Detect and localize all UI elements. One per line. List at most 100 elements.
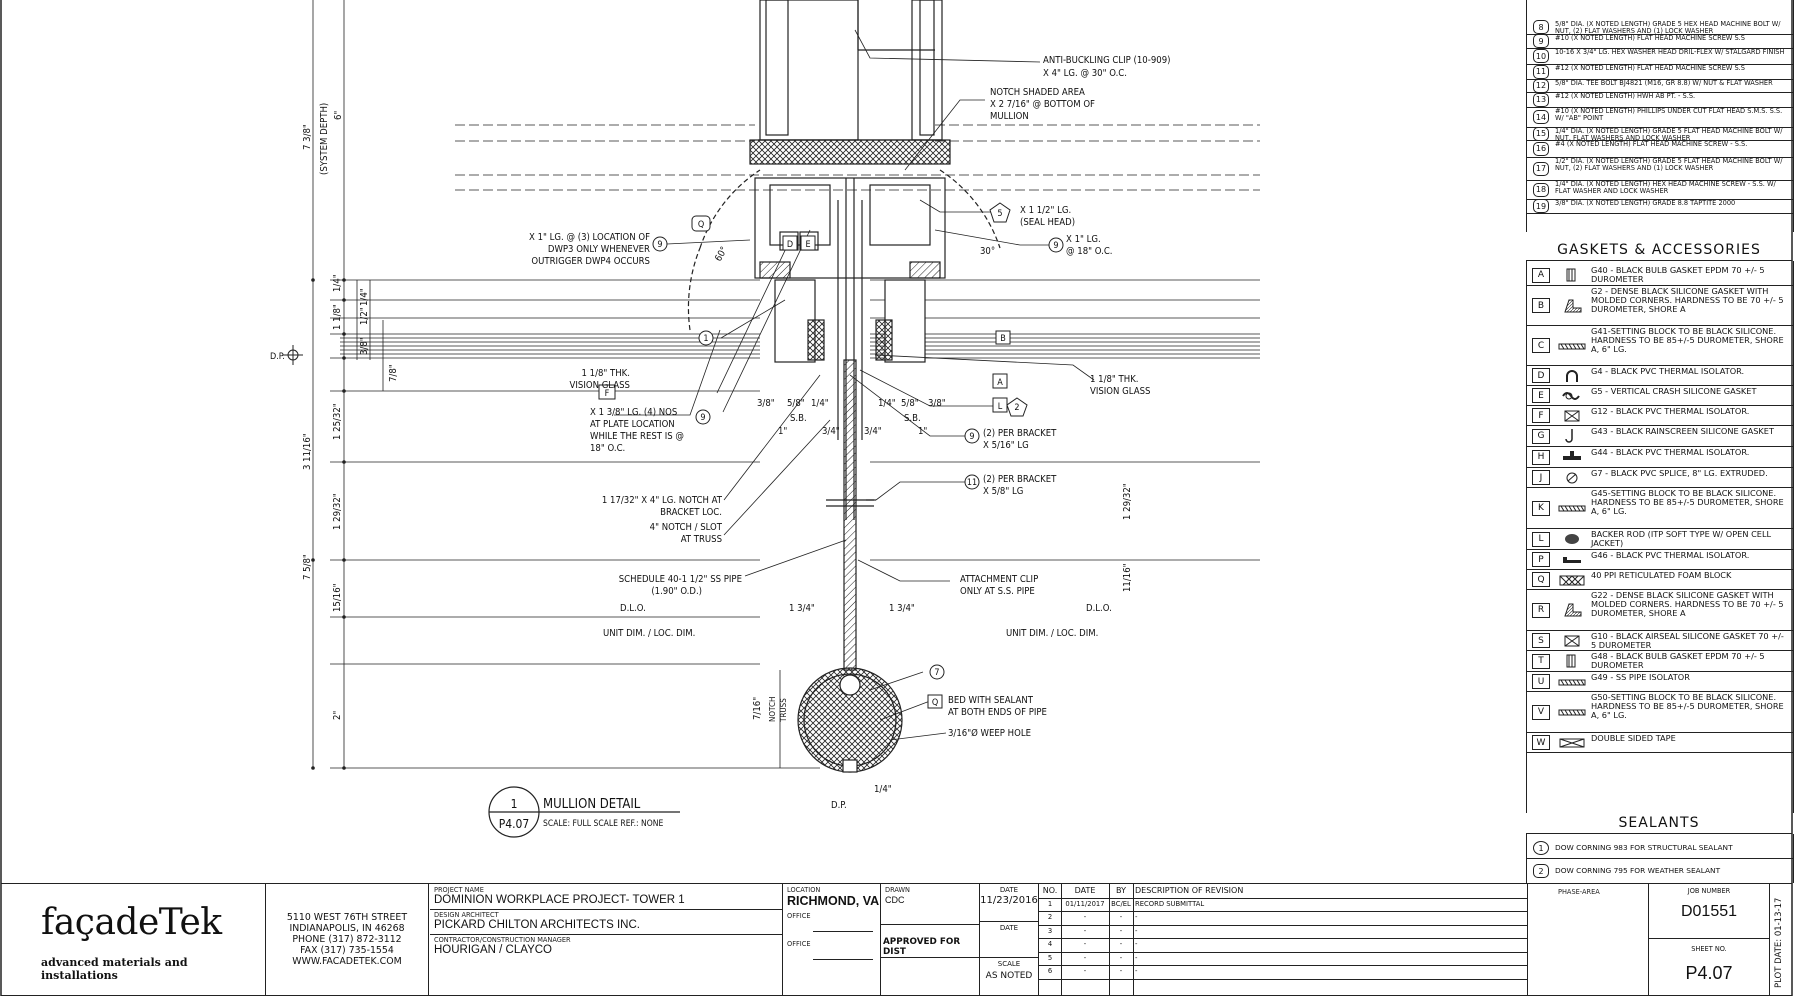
gasket-letter: G (1532, 428, 1550, 444)
svg-text:(1.90" O.D.): (1.90" O.D.) (651, 586, 702, 597)
revision-cell: - (1135, 926, 1138, 935)
revision-cell: - (1083, 940, 1087, 948)
dlo-right: D.L.O. (1086, 603, 1112, 614)
anti-buckling-label: ANTI-BUCKLING CLIP (10-909) (1043, 55, 1170, 66)
vision-glass-right: 1 1/8" THK. (1090, 374, 1139, 385)
left-screw-label: X 1" LG. @ (3) LOCATION OF (529, 232, 650, 243)
fastener-tag: 13 (1533, 92, 1549, 107)
gasket-letter: F (1532, 408, 1550, 423)
svg-text:7 3/8": 7 3/8" (302, 124, 313, 150)
fastener-description: #10 (X NOTED LENGTH) PHILLIPS UNDER CUT … (1555, 108, 1783, 123)
fastener-description: 3/8" DIA. (X NOTED LENGTH) GRADE 8.8 TAP… (1555, 200, 1736, 207)
gasket-letter: B (1532, 298, 1550, 313)
gasket-hook-icon (1555, 426, 1589, 446)
gasket-description: G4 - BLACK PVC THERMAL ISOLATOR. (1591, 366, 1745, 376)
svg-text:F: F (605, 389, 610, 399)
dp-bottom: D.P. (831, 800, 847, 811)
gasket-letter: D (1532, 368, 1550, 383)
weep-hole-label: 3/16"Ø WEEP HOLE (948, 728, 1031, 739)
gasket-block3-icon (1555, 692, 1589, 732)
fastener-row: 14#10 (X NOTED LENGTH) PHILLIPS UNDER CU… (1527, 107, 1793, 128)
svg-text:AT BOTH ENDS OF PIPE: AT BOTH ENDS OF PIPE (948, 707, 1047, 718)
fastener-description: #12 (X NOTED LENGTH) FLAT HEAD MACHINE S… (1555, 65, 1745, 72)
gasket-description: G40 - BLACK BULB GASKET EPDM 70 +/- 5 DU… (1591, 265, 1765, 285)
svg-text:1": 1" (778, 426, 787, 437)
svg-text:2": 2" (332, 711, 343, 720)
svg-text:WHILE THE REST IS @: WHILE THE REST IS @ (590, 431, 684, 442)
svg-text:15/16": 15/16" (332, 583, 343, 612)
gasket-description: G50-SETTING BLOCK TO BE BLACK SILICONE. … (1591, 692, 1784, 721)
gasket-row: C G41-SETTING BLOCK TO BE BLACK SILICONE.… (1527, 326, 1793, 366)
company-name: façadeTek (41, 902, 222, 943)
glass-lines (330, 124, 1260, 769)
gasket-bulb-icon (1555, 265, 1589, 285)
svg-text:(SEAL HEAD): (SEAL HEAD) (1020, 217, 1075, 228)
gasket-letter: J (1532, 470, 1550, 485)
svg-text:X 1" LG.: X 1" LG. (1066, 234, 1101, 245)
svg-text:9: 9 (1053, 241, 1058, 251)
revision-row: 4--- (1039, 938, 1527, 953)
date-info: DATE 11/23/2016 DATE SCALE AS NOTED (980, 884, 1039, 995)
revision-cell: 6 (1047, 967, 1053, 975)
svg-text:VISION GLASS: VISION GLASS (1090, 386, 1150, 397)
svg-text:(SYSTEM DEPTH): (SYSTEM DEPTH) (319, 103, 330, 175)
gasket-letter: L (1532, 531, 1550, 547)
svg-text:6": 6" (333, 111, 344, 120)
gasket-description: G45-SETTING BLOCK TO BE BLACK SILICONE. … (1591, 488, 1784, 517)
svg-text:AT PLATE LOCATION: AT PLATE LOCATION (590, 419, 675, 430)
sealant-row: 1 DOW CORNING 983 FOR STRUCTURAL SEALANT (1527, 836, 1793, 859)
revision-cell: 4 (1047, 940, 1053, 948)
svg-text:3/8": 3/8" (359, 337, 370, 355)
fastener-row: 13#12 (X NOTED LENGTH) HWH AB PT. - S.S. (1527, 92, 1793, 108)
title-block: façadeTek advanced materials and install… (1, 883, 1792, 996)
gasket-splice-icon (1555, 468, 1589, 487)
sealants-title: SEALANTS (1526, 815, 1792, 834)
fastener-description: 1/2" DIA. (X NOTED LENGTH) GRADE 5 FLAT … (1555, 158, 1783, 173)
svg-text:A: A (997, 378, 1003, 388)
company-logo: façadeTek advanced materials and install… (1, 884, 266, 995)
revision-cell: - (1119, 940, 1123, 948)
fastener-description: 10-16 X 3/4" LG. HEX WASHER HEAD DRIL-FL… (1555, 49, 1785, 56)
revision-cell: - (1083, 967, 1087, 975)
gasket-letter: E (1532, 388, 1550, 403)
svg-text:1/2": 1/2" (359, 307, 370, 325)
left-dimension-lines (312, 0, 781, 768)
gasket-letter: P (1532, 552, 1550, 567)
gasket-foam-icon (1555, 570, 1589, 589)
drawn-by: CDC (885, 895, 905, 905)
gasket-letter: C (1532, 338, 1550, 353)
gasket-description: G41-SETTING BLOCK TO BE BLACK SILICONE. … (1591, 326, 1784, 355)
svg-text:7 5/8": 7 5/8" (302, 554, 313, 580)
svg-text:@ 18" O.C.: @ 18" O.C. (1066, 246, 1113, 257)
gasket-airseal-icon (1555, 631, 1589, 650)
approved-for-dist: APPROVED FOR DIST (883, 937, 961, 957)
gasket-letter: A (1532, 267, 1550, 283)
dimension-ticks (311, 278, 346, 770)
project-name: DOMINION WORKPLACE PROJECT- TOWER 1 (434, 894, 685, 906)
svg-text:1": 1" (918, 426, 927, 437)
fastener-description: 5/8" DIA. TEE BOLT BJ4821 (M16, GR 8.8) … (1555, 80, 1773, 87)
svg-text:7: 7 (934, 668, 939, 678)
svg-text:1: 1 (511, 797, 518, 811)
gasket-bulb2-icon (1555, 651, 1589, 671)
svg-text:11: 11 (967, 478, 977, 488)
notch-bracket-label: 1 17/32" X 4" LG. NOTCH AT (602, 495, 723, 506)
revision-row: 6--- (1039, 965, 1527, 980)
revision-cell: 3 (1047, 926, 1053, 935)
fastener-row: 9#10 (X NOTED LENGTH) FLAT HEAD MACHINE … (1527, 34, 1793, 49)
gasket-tee-icon (1555, 447, 1589, 467)
revision-cell: DATE (1074, 886, 1096, 895)
fastener-description: 1/4" DIA. (X NOTED LENGTH) GRADE 5 FLAT … (1555, 128, 1783, 143)
gasket-flat-icon (1555, 550, 1589, 569)
svg-text:1 3/4": 1 3/4" (889, 603, 915, 614)
svg-text:7/16": 7/16" (752, 697, 763, 720)
